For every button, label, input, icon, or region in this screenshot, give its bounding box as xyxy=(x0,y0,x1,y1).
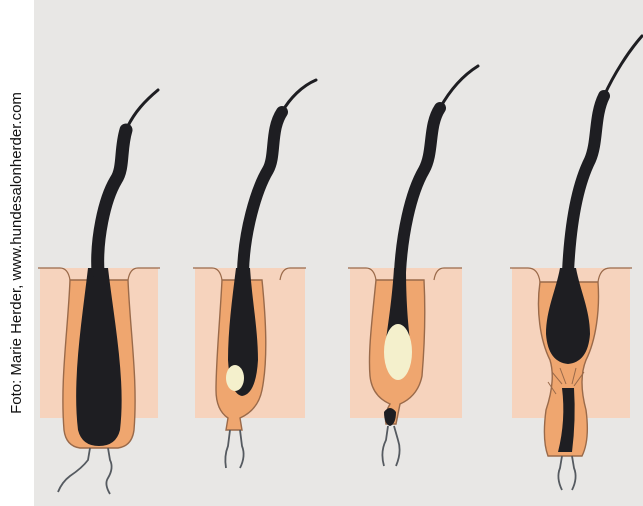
light-bulb xyxy=(226,365,244,391)
credit-band: Foto: Marie Herder, www.hundesalonherder… xyxy=(0,0,34,506)
photo-credit: Foto: Marie Herder, www.hundesalonherder… xyxy=(7,13,27,493)
light-bulb xyxy=(384,324,412,380)
